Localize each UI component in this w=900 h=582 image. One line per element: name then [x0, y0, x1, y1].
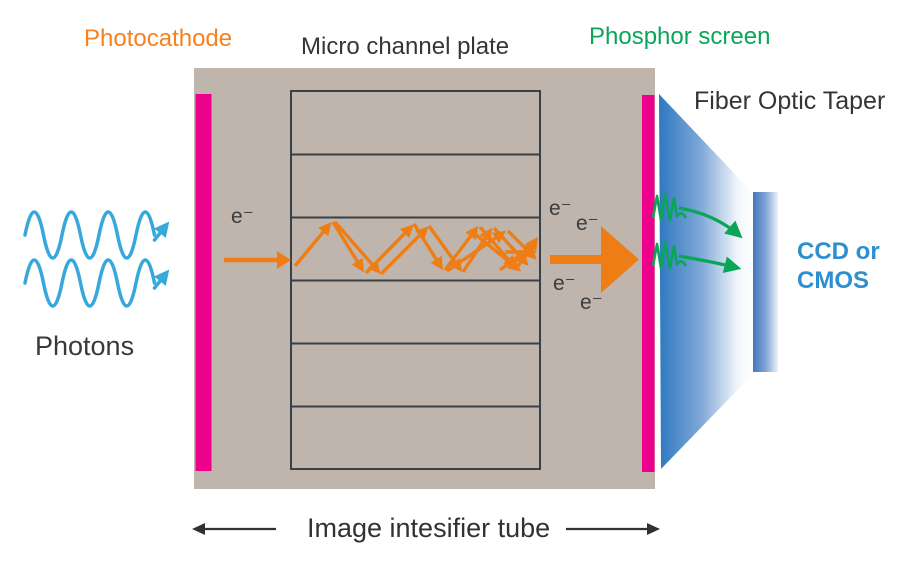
micro-channel-plate [290, 90, 541, 470]
phosphor-screen-label: Phosphor screen [589, 23, 771, 50]
electron-multiplication-arrows [293, 220, 539, 276]
ccd-cmos-sensor [753, 192, 778, 372]
photon-waves [23, 210, 170, 308]
photon-wave-icon [23, 210, 157, 260]
electron-burst-arrow-icon [550, 226, 639, 293]
photon-wave-arrow-icon [152, 221, 170, 242]
light-to-sensor-arrow-icon [678, 254, 742, 273]
ccd-label-line1: CCD or [797, 238, 880, 265]
photocathode-label: Photocathode [84, 25, 233, 52]
green-flash-icon [651, 240, 688, 270]
tube-caption-label: Image intesifier tube [307, 513, 551, 543]
photocathode-layer [195, 94, 212, 471]
ccd-cmos-label: CCD or CMOS [797, 237, 880, 295]
tube-span-arrows [192, 523, 660, 535]
electron-entry-arrow-icon [224, 251, 291, 269]
phosphor-screen-layer [642, 95, 655, 472]
phosphor-emission [651, 192, 743, 273]
fiber-optic-taper [659, 94, 752, 469]
electron-label: e⁻ [231, 205, 254, 228]
photon-wave-arrow-icon [152, 269, 170, 290]
light-to-sensor-arrow-icon [678, 206, 743, 239]
photons-label: Photons [35, 331, 135, 361]
micro-channel-plate-label: Micro channel plate [301, 33, 510, 60]
electron-label: e⁻ [549, 197, 572, 220]
photon-wave-icon [23, 258, 157, 308]
fiber-optic-taper-label: Fiber Optic Taper [694, 87, 886, 115]
electron-label: e⁻ [553, 272, 576, 295]
green-flash-icon [651, 192, 688, 222]
electron-label: e⁻ [580, 291, 603, 314]
ccd-label-line2: CMOS [797, 267, 869, 294]
electron-label: e⁻ [576, 212, 599, 235]
